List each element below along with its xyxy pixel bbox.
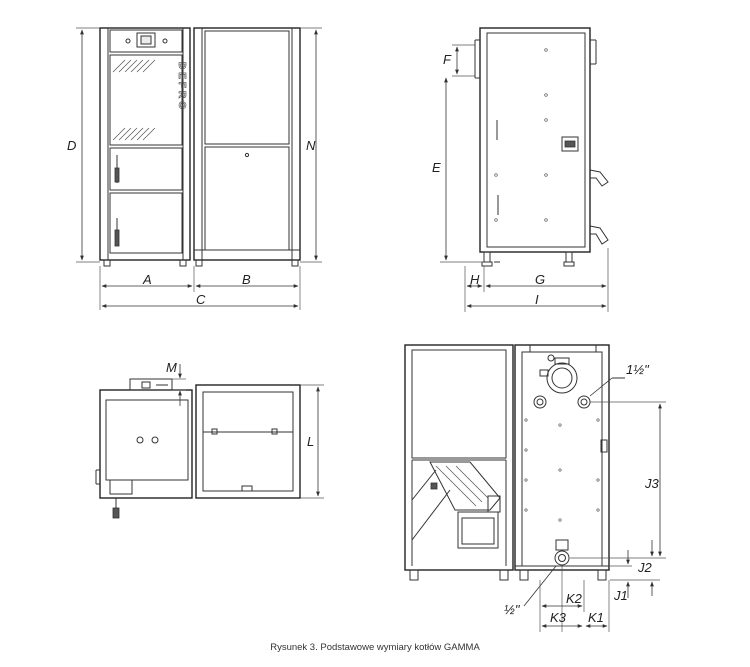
rear-view: 1½" ½" J3 J2 J1 K2 K3 K1 (404, 344, 666, 632)
side-view: F E H G I (432, 27, 609, 312)
defro-logo: DEFRO (176, 62, 187, 112)
figure-caption: Rysunek 3. Podstawowe wymiary kotłów GAM… (270, 642, 480, 653)
top-container (195, 384, 301, 499)
label-J3: J3 (644, 476, 660, 491)
control-display (136, 32, 156, 48)
front-view: DEFRO D N (67, 27, 322, 310)
label-J1: J1 (613, 588, 628, 603)
motor (457, 511, 499, 549)
label-L: L (307, 434, 314, 449)
label-D: D (67, 138, 76, 153)
fuel-container (193, 27, 301, 261)
glass-door (109, 54, 183, 146)
label-B: B (242, 272, 251, 287)
label-pipe-large: 1½" (626, 362, 650, 377)
connector-right (577, 395, 591, 409)
label-E: E (432, 160, 441, 175)
label-K3: K3 (550, 610, 567, 625)
boiler-body (99, 27, 191, 261)
label-I: I (535, 292, 539, 307)
flue-outlet (546, 362, 578, 394)
auger (429, 461, 501, 511)
side-body (479, 27, 591, 253)
label-C: C (196, 292, 206, 307)
label-N: N (306, 138, 316, 153)
top-boiler (99, 389, 193, 499)
label-J2: J2 (637, 560, 653, 575)
connector-left (533, 395, 547, 409)
top-view: M L (95, 360, 324, 519)
label-K1: K1 (588, 610, 604, 625)
label-pipe-small: ½" (504, 602, 521, 617)
rear-boiler (514, 344, 610, 571)
label-F: F (443, 52, 452, 67)
drain-connector (554, 550, 570, 566)
label-G: G (535, 272, 545, 287)
label-M: M (166, 360, 177, 375)
label-H: H (470, 272, 480, 287)
side-control-box (561, 136, 579, 152)
label-K2: K2 (566, 591, 583, 606)
label-A: A (142, 272, 152, 287)
